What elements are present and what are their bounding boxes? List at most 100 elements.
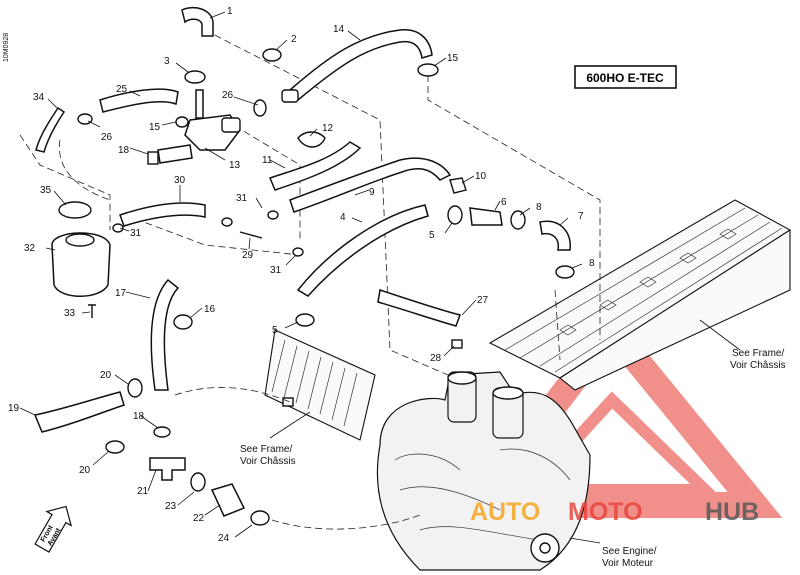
part-28-fitting	[451, 339, 463, 349]
callout-number: 5	[272, 325, 278, 336]
part-31-clamp-a	[112, 223, 124, 233]
part-31-clamp-b	[221, 217, 233, 227]
heat-exchanger	[264, 329, 376, 441]
callout-number: 29	[242, 250, 254, 261]
routing-lines	[19, 29, 601, 530]
callout-number: 11	[262, 155, 273, 166]
part-4-hose	[296, 204, 429, 297]
see-engine-note-line-1: See Engine/	[602, 546, 657, 557]
part-31-clamp-d	[292, 247, 304, 257]
see-frame-note-2-line-2: Voir Châssis	[730, 360, 786, 371]
engine-details	[394, 448, 571, 541]
model-label: 600HO E-TEC	[574, 65, 677, 89]
part-18-clamp-top	[147, 151, 159, 165]
engine-assembly	[376, 371, 591, 571]
callout-number: 28	[430, 353, 442, 364]
part-2-clamp	[262, 48, 282, 62]
callout-number: 4	[340, 212, 346, 223]
callout-number: 9	[369, 187, 375, 198]
callout-number: 18	[133, 411, 145, 422]
route-upper-mid	[224, 119, 301, 240]
callout-number: 33	[64, 308, 76, 319]
callout-number: 12	[322, 123, 334, 134]
callout-number: 25	[116, 84, 128, 95]
callout-number: 7	[578, 211, 584, 222]
part-33-screw	[88, 304, 96, 318]
route-top	[204, 29, 449, 376]
part-18-fitting-top	[157, 144, 193, 164]
callout-number: 23	[165, 501, 177, 512]
part-20-clamp-a	[127, 378, 143, 398]
part-18-clamp-lower	[153, 426, 171, 438]
part-11-hose	[268, 141, 362, 191]
front-arrow-icon	[34, 505, 73, 553]
part-24-clamp	[250, 510, 270, 526]
part-32-reservoir	[51, 232, 111, 297]
part-13-stem	[195, 89, 204, 119]
part-14-end-fitting	[281, 89, 299, 103]
part-1-elbow	[181, 6, 214, 37]
callout-number: 18	[118, 145, 130, 156]
model-label-text: 600HO E-TEC	[586, 71, 664, 85]
callout-number: 5	[429, 230, 435, 241]
part-3-clamp	[184, 70, 206, 84]
route-bottom	[271, 514, 421, 530]
callout-number: 20	[100, 370, 112, 381]
route-mid	[174, 387, 291, 403]
part-6-fitting	[469, 207, 503, 226]
part-30-hose	[119, 202, 206, 227]
frame-rail-ribs	[504, 207, 783, 373]
callout-number: 35	[40, 185, 52, 196]
callout-number: 8	[536, 202, 542, 213]
callout-number: 32	[24, 243, 36, 254]
callout-number: 26	[101, 132, 113, 143]
part-32-neck	[65, 233, 95, 247]
route-right	[427, 75, 601, 340]
callout-number: 6	[501, 197, 507, 208]
engine-block	[376, 371, 591, 571]
part-19-hose	[33, 391, 125, 433]
see-frame-note-1-line-2: Voir Châssis	[240, 456, 296, 467]
part-29-connector	[239, 231, 263, 239]
front-direction-arrow: Front Avant	[34, 505, 73, 553]
part-8-clamp-a	[510, 210, 526, 230]
part-27-hose	[377, 289, 461, 327]
part-35-cap	[58, 201, 92, 219]
part-15-clamp-a	[417, 63, 439, 77]
heat-exchanger-fins	[271, 339, 358, 427]
callout-number: 20	[79, 465, 91, 476]
part-12-clamp	[297, 131, 326, 148]
part-20-clamp-b	[105, 440, 125, 454]
callout-number: 27	[477, 295, 489, 306]
part-21-tee	[149, 457, 186, 481]
callout-number: 34	[33, 92, 45, 103]
part-5-clamp-a	[447, 205, 463, 225]
callout-number: 15	[447, 53, 459, 64]
callout-number: 13	[229, 160, 241, 171]
drawing-code: 10M0928	[3, 33, 10, 62]
callout-number: 2	[291, 34, 297, 45]
callout-number: 10	[475, 171, 487, 182]
part-7-elbow	[539, 220, 571, 251]
callout-number: 19	[8, 403, 20, 414]
callout-numbers: 1 2 3 14 15 25 34 26 15 26 12 18 13 11 1…	[8, 6, 595, 544]
part-17-hose	[150, 278, 180, 391]
reference-notes: See Frame/ Voir Châssis See Frame/ Voir …	[240, 348, 786, 569]
callout-number: 14	[333, 24, 345, 35]
heat-exchanger-fitting	[282, 397, 294, 407]
callout-number: 17	[115, 288, 127, 299]
engine-pulley-hub	[539, 542, 551, 554]
callout-number: 26	[222, 90, 234, 101]
callout-number: 22	[193, 513, 205, 524]
frame-rail	[488, 199, 792, 391]
callout-number: 3	[164, 56, 170, 67]
watermark-text-moto: MOTO	[568, 498, 643, 526]
part-26-clamp-b	[77, 113, 93, 125]
callout-number: 30	[174, 175, 186, 186]
frame-rail-side	[559, 228, 791, 391]
frame-rail-holes	[559, 228, 737, 336]
part-15-clamp-b	[253, 99, 267, 117]
route-rail	[554, 289, 561, 361]
